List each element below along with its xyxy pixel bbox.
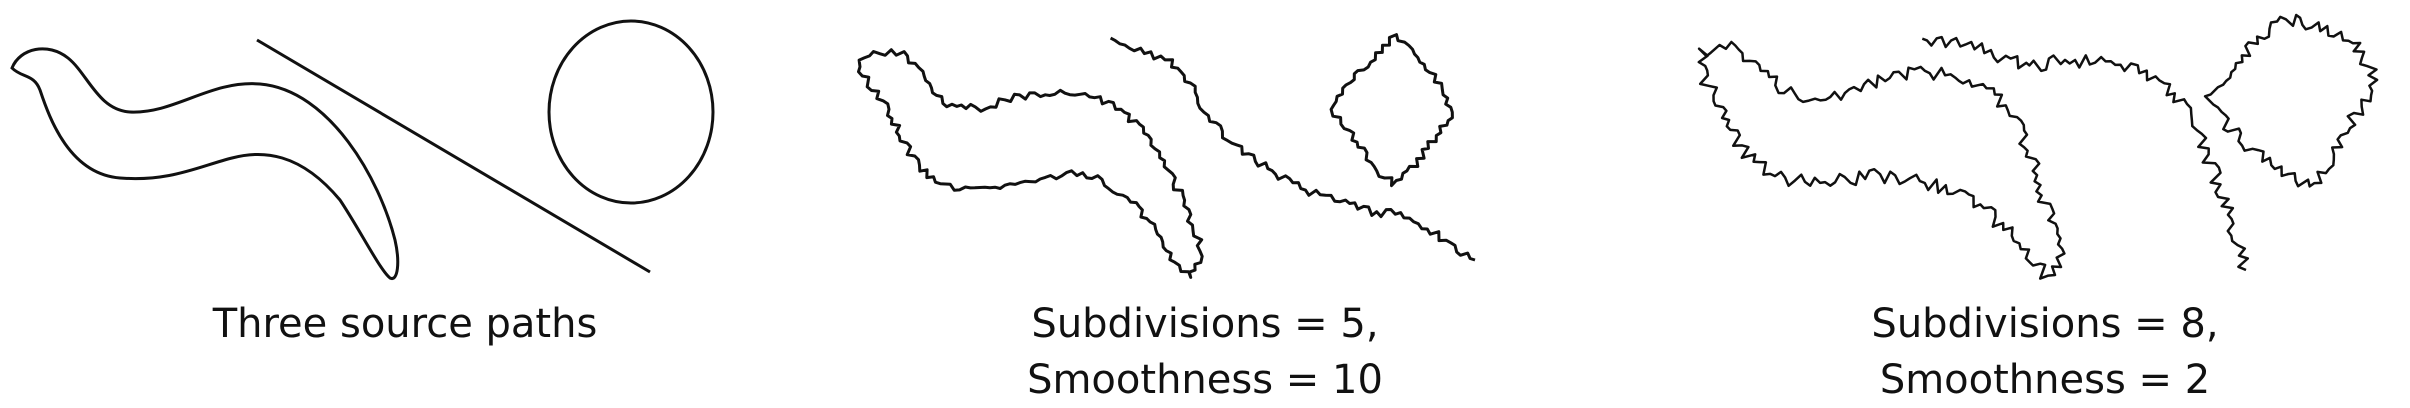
source-paths-drawing: [10, 19, 715, 280]
subdiv-8-blob-path: [2203, 13, 2379, 188]
panel-source-paths: Three source paths: [0, 0, 810, 406]
source-line-path: [256, 38, 651, 274]
caption-subdiv-5: Subdivisions = 5, Smoothness = 10: [840, 296, 1570, 408]
source-circle-path: [547, 19, 715, 205]
subdiv-8-line-path: [1921, 35, 2250, 272]
caption-line-1: Three source paths: [212, 301, 598, 347]
subdiv-8-drawing: [1697, 13, 2379, 280]
subdiv-5-drawing: [857, 33, 1476, 279]
subdiv-5-diamond-path: [1329, 33, 1454, 188]
caption-line-2: Smoothness = 10: [1027, 357, 1383, 403]
panel-subdiv-5: Subdivisions = 5, Smoothness = 10: [840, 0, 1570, 406]
caption-line-2: Smoothness = 2: [1879, 357, 2211, 403]
caption-source-paths: Three source paths: [0, 296, 810, 352]
caption-line-1: Subdivisions = 8,: [1871, 301, 2219, 347]
subdiv-5-line-path: [1109, 36, 1476, 262]
caption-line-1: Subdivisions = 5,: [1031, 301, 1379, 347]
subdiv-8-worm-path: [1697, 40, 2066, 280]
panel-subdiv-8: Subdivisions = 8, Smoothness = 2: [1680, 0, 2410, 406]
subdiv-5-worm-path: [857, 48, 1204, 279]
caption-subdiv-8: Subdivisions = 8, Smoothness = 2: [1680, 296, 2410, 408]
source-worm-path: [10, 47, 400, 280]
